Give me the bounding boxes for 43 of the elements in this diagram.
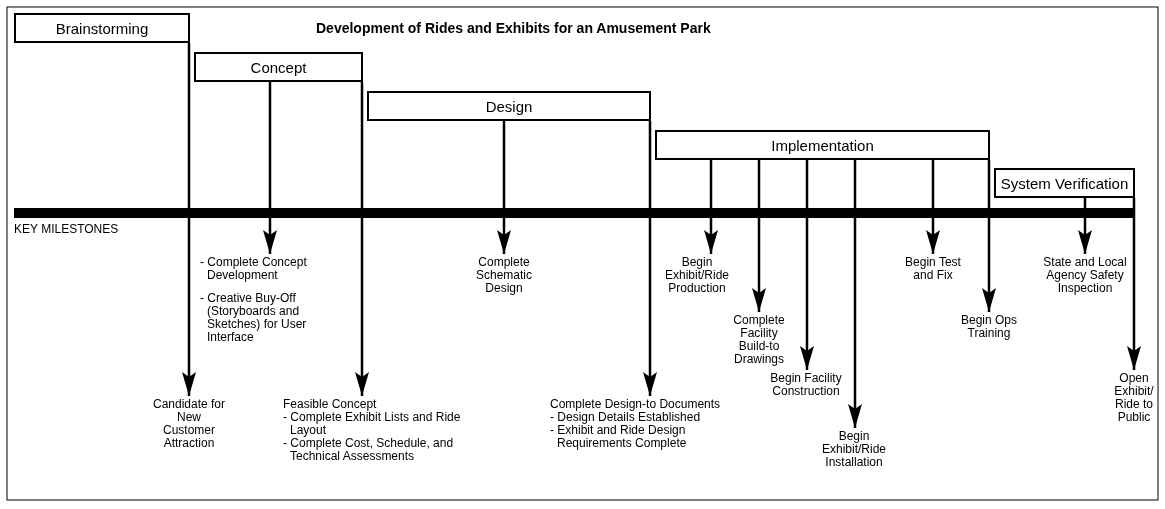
milestone-arrow bbox=[848, 160, 862, 428]
diagram-title: Development of Rides and Exhibits for an Amusement Park bbox=[316, 20, 711, 36]
milestone-arrow bbox=[1078, 198, 1092, 254]
milestone-text: Complete Facility Build-to Drawings bbox=[732, 314, 786, 366]
phase-box bbox=[194, 52, 363, 82]
phase-box bbox=[14, 13, 190, 43]
milestone-arrow bbox=[643, 121, 657, 396]
milestone-arrow bbox=[704, 160, 718, 254]
milestone-arrow bbox=[926, 160, 940, 254]
milestone-text: - Design Details Established bbox=[550, 411, 702, 424]
milestone-text: Begin Test and Fix bbox=[904, 256, 962, 282]
milestone-text: - Complete Cost, Schedule, and Technical Assessments bbox=[283, 437, 455, 463]
phase-label: System Verification bbox=[1000, 174, 1129, 192]
milestone-arrow bbox=[182, 43, 196, 396]
milestone-text: Begin Ops Training bbox=[959, 314, 1018, 340]
milestone-arrow bbox=[752, 160, 766, 312]
milestone-text: Feasible Concept bbox=[283, 398, 378, 411]
phase-box bbox=[655, 130, 990, 160]
milestone-arrow bbox=[982, 160, 996, 312]
milestone-arrow bbox=[1127, 198, 1141, 370]
phase-label: Brainstorming bbox=[55, 19, 149, 37]
milestone-text: Complete Schematic Design bbox=[475, 256, 533, 295]
milestone-text: - Creative Buy-Off (Storyboards and Sketches) for User Interface bbox=[200, 292, 308, 344]
phase-box bbox=[367, 91, 651, 121]
phase-label: Design bbox=[485, 97, 533, 115]
milestone-text: Begin Facility Construction bbox=[769, 372, 843, 398]
phase-label: Implementation bbox=[771, 136, 874, 154]
milestone-arrow bbox=[263, 82, 277, 254]
milestone-text: Complete Design-to Documents bbox=[550, 398, 722, 411]
milestone-text: Begin Exhibit/Ride Installation bbox=[821, 430, 887, 469]
milestone-text: - Complete Concept Development bbox=[200, 256, 308, 282]
milestone-arrow bbox=[497, 121, 511, 254]
milestone-arrow bbox=[355, 82, 369, 396]
milestone-text: - Exhibit and Ride Design Requirements Complete bbox=[550, 424, 688, 450]
timeline-label: KEY MILESTONES bbox=[14, 222, 119, 236]
milestone-text: State and Local Agency Safety Inspection bbox=[1043, 256, 1127, 295]
milestone-arrow bbox=[800, 160, 814, 370]
milestone-text: Candidate for New Customer Attraction bbox=[152, 398, 226, 450]
milestone-text: Begin Exhibit/Ride Production bbox=[664, 256, 730, 295]
phase-label: Concept bbox=[250, 58, 307, 76]
phase-box bbox=[994, 168, 1135, 198]
milestone-text: - Complete Exhibit Lists and Ride Layout bbox=[283, 411, 462, 437]
milestone-text: Open Exhibit/ Ride to Public bbox=[1113, 372, 1155, 424]
